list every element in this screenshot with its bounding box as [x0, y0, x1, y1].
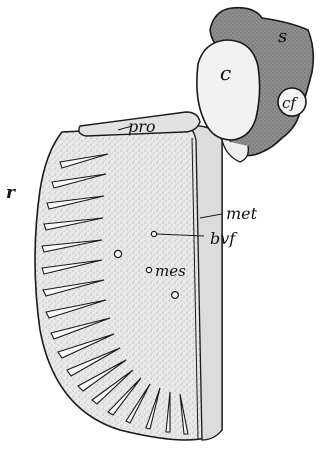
label-cf: cf [282, 94, 298, 112]
label-met: met [226, 204, 258, 223]
label-mes: mes [155, 262, 186, 280]
articular-condyle [197, 40, 260, 140]
label-bvf: bvf [210, 229, 238, 248]
label-r: r [6, 183, 16, 203]
label-s: s [278, 26, 287, 47]
label-c: c [220, 61, 231, 85]
label-pro: pro [128, 117, 156, 136]
